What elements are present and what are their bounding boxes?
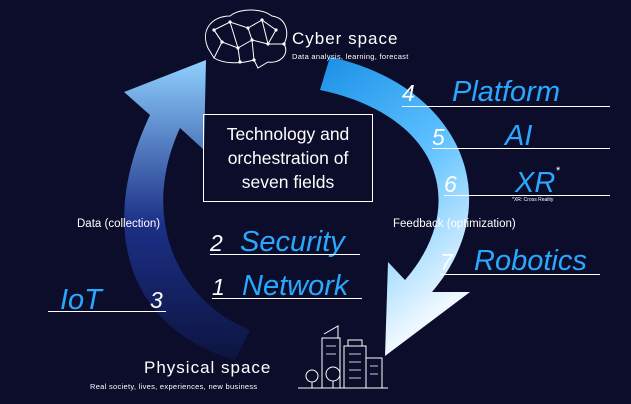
- cyber-space-subtitle: Data analysis, learning, forecast: [292, 52, 409, 61]
- field-platform: Platform: [452, 76, 560, 108]
- field-number-2: 2: [210, 230, 223, 256]
- brain-network-icon: [205, 9, 288, 69]
- feedback-label: Feedback (optimization): [393, 218, 516, 230]
- field-security: Security: [240, 226, 345, 258]
- field-ai: AI: [505, 120, 533, 152]
- cyber-space-title: Cyber space: [292, 29, 399, 48]
- center-box-line2: orchestration of: [227, 148, 349, 168]
- center-box-line1: Technology and: [226, 124, 350, 144]
- physical-space-title: Physical space: [144, 358, 272, 377]
- field-5-underline: [432, 148, 610, 149]
- xr-asterisk: *: [556, 165, 561, 177]
- field-network: Network: [242, 270, 349, 302]
- field-number-3: 3: [150, 287, 163, 313]
- center-box: Technology and orchestration of seven fi…: [203, 114, 373, 202]
- field-7-underline: [440, 274, 600, 275]
- field-number-5: 5: [432, 124, 445, 150]
- field-3-underline: [48, 311, 166, 312]
- field-number-4: 4: [402, 80, 415, 106]
- field-4-underline: [402, 106, 610, 107]
- field-robotics: Robotics: [474, 245, 587, 277]
- xr-footnote: *XR: Cross Reality: [512, 197, 554, 203]
- field-xr: XR: [515, 167, 556, 199]
- physical-space-subtitle: Real society, lives, experiences, new bu…: [90, 382, 258, 391]
- field-2-underline: [210, 254, 360, 255]
- field-1-underline: [212, 298, 362, 299]
- field-number-7: 7: [440, 249, 453, 275]
- field-6-underline: [444, 195, 610, 196]
- data-collection-label: Data (collection): [77, 218, 161, 230]
- city-buildings-icon: [298, 325, 388, 389]
- center-box-line3: seven fields: [241, 172, 335, 192]
- field-iot: IoT: [60, 284, 102, 316]
- feedback-arrow: [320, 57, 470, 356]
- field-number-1: 1: [212, 274, 225, 300]
- data-collection-arrow: [124, 60, 250, 360]
- field-number-6: 6: [444, 171, 457, 197]
